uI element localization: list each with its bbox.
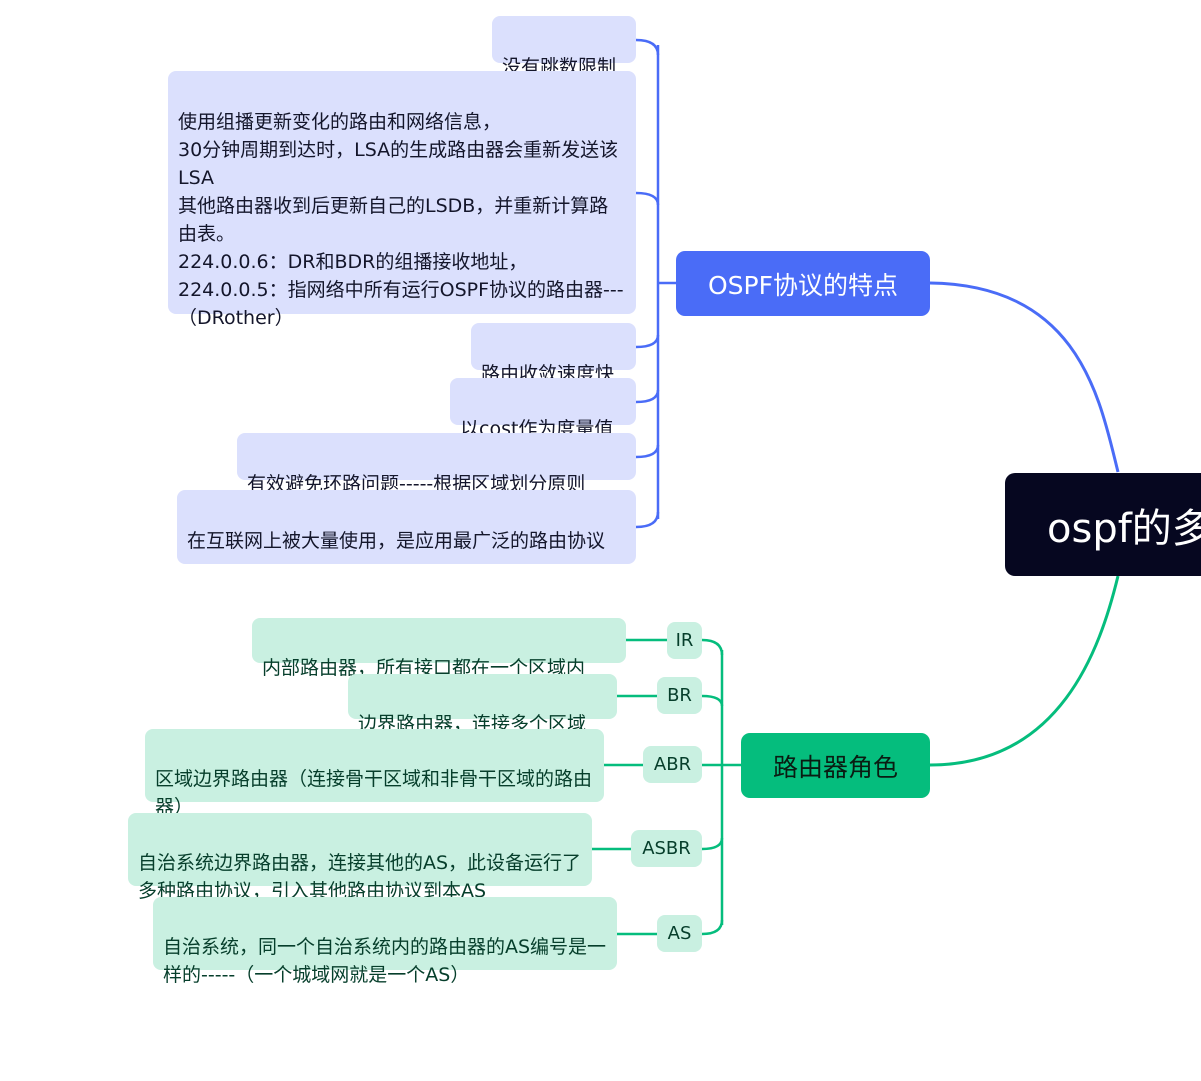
role-desc[interactable]: 自治系统边界路由器，连接其他的AS，此设备运行了多种路由协议，引入其他路由协议到…	[128, 813, 592, 902]
role-desc-text: 自治系统，同一个自治系统内的路由器的AS编号是一样的-----（一个城域网就是一…	[163, 936, 607, 986]
feature-item[interactable]: 有效避免环路问题-----根据区域划分原则	[237, 433, 636, 495]
branch-router-roles[interactable]: 路由器角色	[741, 733, 930, 798]
root-to-roles-line	[929, 575, 1120, 767]
roles-bracket	[592, 638, 741, 936]
role-desc[interactable]: 区域边界路由器（连接骨干区域和非骨干区域的路由器）	[145, 729, 604, 818]
role-abbr-asbr[interactable]: ASBR	[631, 830, 702, 867]
branch-ospf-features[interactable]: OSPF协议的特点	[676, 251, 930, 316]
role-desc[interactable]: 自治系统，同一个自治系统内的路由器的AS编号是一样的-----（一个城域网就是一…	[153, 897, 617, 986]
feature-item[interactable]: 没有跳数限制	[492, 16, 636, 78]
feature-item[interactable]: 在互联网上被大量使用，是应用最广泛的路由协议	[177, 490, 636, 564]
role-desc[interactable]: 内部路由器，所有接口都在一个区域内	[252, 618, 626, 679]
role-abbr-text: IR	[675, 630, 694, 651]
branch-router-roles-title: 路由器角色	[772, 752, 898, 782]
role-desc[interactable]: 边界路由器，连接多个区域	[348, 674, 617, 735]
feature-item[interactable]: 路由收敛速度快	[471, 323, 636, 385]
feature-item[interactable]: 使用组播更新变化的路由和网络信息， 30分钟周期到达时，LSA的生成路由器会重新…	[168, 71, 636, 329]
features-bracket	[635, 38, 676, 529]
role-desc-text: 自治系统边界路由器，连接其他的AS，此设备运行了多种路由协议，引入其他路由协议到…	[138, 852, 582, 902]
role-desc-text: 内部路由器，所有接口都在一个区域内	[262, 657, 586, 679]
role-abbr-text: AS	[667, 923, 692, 944]
role-abbr-as[interactable]: AS	[657, 915, 702, 952]
role-abbr-text: ASBR	[642, 838, 691, 859]
role-abbr-ir[interactable]: IR	[667, 622, 702, 659]
root-title: ospf的多	[1047, 505, 1201, 552]
role-abbr-abr[interactable]: ABR	[643, 746, 702, 783]
feature-item-text: 在互联网上被大量使用，是应用最广泛的路由协议	[187, 530, 606, 552]
feature-item-text: 有效避免环路问题-----根据区域划分原则	[247, 473, 586, 495]
role-abbr-text: ABR	[653, 754, 692, 775]
branch-ospf-features-title: OSPF协议的特点	[707, 270, 898, 300]
role-abbr-text: BR	[667, 685, 692, 706]
feature-item-text: 使用组播更新变化的路由和网络信息， 30分钟周期到达时，LSA的生成路由器会重新…	[178, 111, 624, 329]
role-abbr-br[interactable]: BR	[657, 677, 702, 714]
feature-item[interactable]: 以cost作为度量值	[450, 378, 636, 440]
root-node[interactable]: ospf的多	[1005, 473, 1201, 576]
role-desc-text: 区域边界路由器（连接骨干区域和非骨干区域的路由器）	[155, 768, 593, 818]
root-to-features-line	[929, 281, 1120, 473]
